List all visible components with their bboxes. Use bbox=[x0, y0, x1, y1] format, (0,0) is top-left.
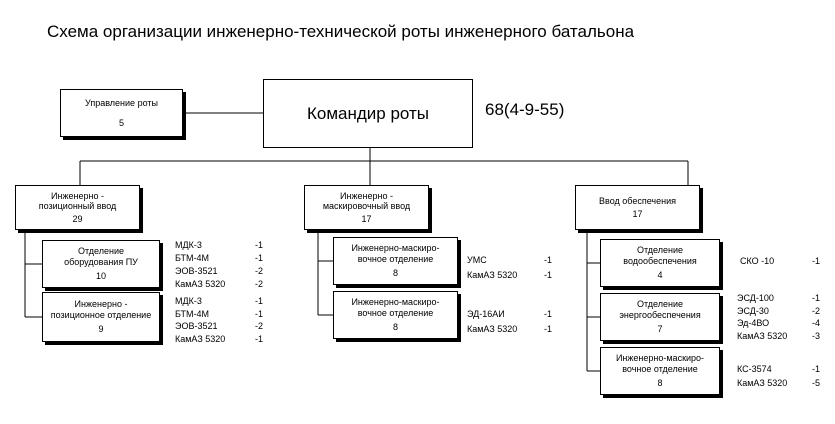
management-box: Управление роты 5 bbox=[60, 89, 183, 137]
section-box-3-1-count: 4 bbox=[657, 270, 663, 281]
equipment-qty: -1 bbox=[812, 256, 821, 266]
equipment-name: КамАЗ 5320 bbox=[467, 270, 518, 280]
equipment-qty: -1 bbox=[544, 270, 553, 280]
equipment-qty: -1 bbox=[255, 334, 264, 344]
section-box-3-2-label: Отделение энергообеспечения bbox=[619, 299, 701, 320]
section-box-1-1: Отделение оборудования ПУ 10 bbox=[42, 240, 160, 288]
section-box-1-1-count: 10 bbox=[95, 271, 106, 282]
platoon-box-3-label: Ввод обеспечения bbox=[599, 196, 676, 207]
page-title: Схема организации инженерно-технической … bbox=[47, 22, 635, 41]
commander-box: Командир роты bbox=[263, 79, 473, 148]
equipment-qty: -4 bbox=[812, 318, 821, 328]
platoon-box-1-label: Инженерно - позиционный ввод bbox=[38, 190, 117, 212]
section-box-3-3-label: Инженерно-маскиро- вочное отделение bbox=[615, 353, 705, 374]
section-box-3-2: Отделение энергообеспечения 7 bbox=[600, 293, 720, 341]
equipment-qty: -2 bbox=[812, 306, 821, 316]
equipment-qty: -1 bbox=[544, 255, 553, 265]
equipment-name: ЭОВ-3521 bbox=[175, 266, 218, 276]
section-box-1-2-count: 9 bbox=[98, 324, 104, 335]
section-box-2-1-label: Инженерно-маскиро- вочное отделение bbox=[351, 243, 440, 264]
equipment-name: КамАЗ 5320 bbox=[737, 378, 788, 388]
section-box-1-2: Инженерно - позиционное отделение 9 bbox=[42, 292, 160, 342]
equipment-name: МДК-3 bbox=[175, 240, 202, 250]
management-box-count: 5 bbox=[118, 118, 124, 128]
equipment-qty: -1 bbox=[255, 296, 264, 306]
equipment-name: БТМ-4М bbox=[175, 309, 209, 319]
equipment-qty: -5 bbox=[812, 378, 821, 388]
section-box-3-3-count: 8 bbox=[657, 378, 663, 389]
equipment-qty: -1 bbox=[544, 309, 553, 319]
equipment-name: БТМ-4М bbox=[175, 253, 209, 263]
section-box-2-1-count: 8 bbox=[392, 268, 398, 279]
section-box-2-2: Инженерно-маскиро- вочное отделение 8 bbox=[333, 291, 458, 339]
equipment-qty: -1 bbox=[544, 324, 553, 334]
equipment-qty: -3 bbox=[812, 331, 821, 341]
section-box-2-1: Инженерно-маскиро- вочное отделение 8 bbox=[333, 237, 458, 285]
commander-box-label: Командир роты bbox=[306, 103, 430, 123]
platoon-box-2-count: 17 bbox=[361, 213, 372, 224]
equipment-name: КамАЗ 5320 bbox=[175, 279, 226, 289]
equipment-name: КамАЗ 5320 bbox=[737, 331, 788, 341]
equipment-qty: -1 bbox=[255, 309, 264, 319]
equipment-name: ЭСД-30 bbox=[737, 306, 769, 316]
equipment-name: СКО -10 bbox=[740, 256, 775, 266]
equipment-qty: -1 bbox=[255, 240, 264, 250]
equipment-name: КамАЗ 5320 bbox=[175, 334, 226, 344]
section-box-3-3: Инженерно-маскиро- вочное отделение 8 bbox=[600, 347, 720, 395]
equipment-name: КамАЗ 5320 bbox=[467, 324, 518, 334]
equipment-name: УМС bbox=[467, 255, 487, 265]
equipment-name: ЭД-16АИ bbox=[467, 309, 505, 319]
equipment-name: МДК-3 bbox=[175, 296, 202, 306]
platoon-box-3-count: 17 bbox=[632, 208, 643, 219]
equipment-name: ЭОВ-3521 bbox=[175, 321, 218, 331]
section-box-3-1-label: Отделение водообеспечения bbox=[623, 245, 697, 266]
equipment-name: ЭСД-100 bbox=[737, 293, 774, 303]
equipment-qty: -1 bbox=[812, 293, 821, 303]
section-box-3-2-count: 7 bbox=[657, 324, 663, 335]
commander-strength: 68(4-9-55) bbox=[485, 100, 565, 119]
management-box-label: Управление роты bbox=[85, 97, 158, 108]
equipment-name: КС-3574 bbox=[737, 364, 772, 374]
section-box-2-2-count: 8 bbox=[392, 322, 398, 333]
platoon-box-2-label: Инженерно - маскировочный ввод bbox=[322, 190, 411, 212]
equipment-qty: -1 bbox=[812, 364, 821, 374]
section-box-3-1: Отделение водообеспечения 4 bbox=[600, 239, 720, 287]
section-box-1-1-label: Отделение оборудования ПУ bbox=[64, 246, 138, 267]
equipment-qty: -2 bbox=[255, 321, 264, 331]
equipment-qty: -2 bbox=[255, 266, 264, 276]
platoon-box-1-count: 29 bbox=[72, 213, 83, 224]
section-box-2-2-label: Инженерно-маскиро- вочное отделение bbox=[351, 297, 440, 318]
section-box-1-2-label: Инженерно - позиционное отделение bbox=[50, 299, 152, 320]
equipment-qty: -1 bbox=[255, 253, 264, 263]
equipment-qty: -2 bbox=[255, 279, 264, 289]
equipment-name: Эд-4ВО bbox=[737, 318, 770, 328]
